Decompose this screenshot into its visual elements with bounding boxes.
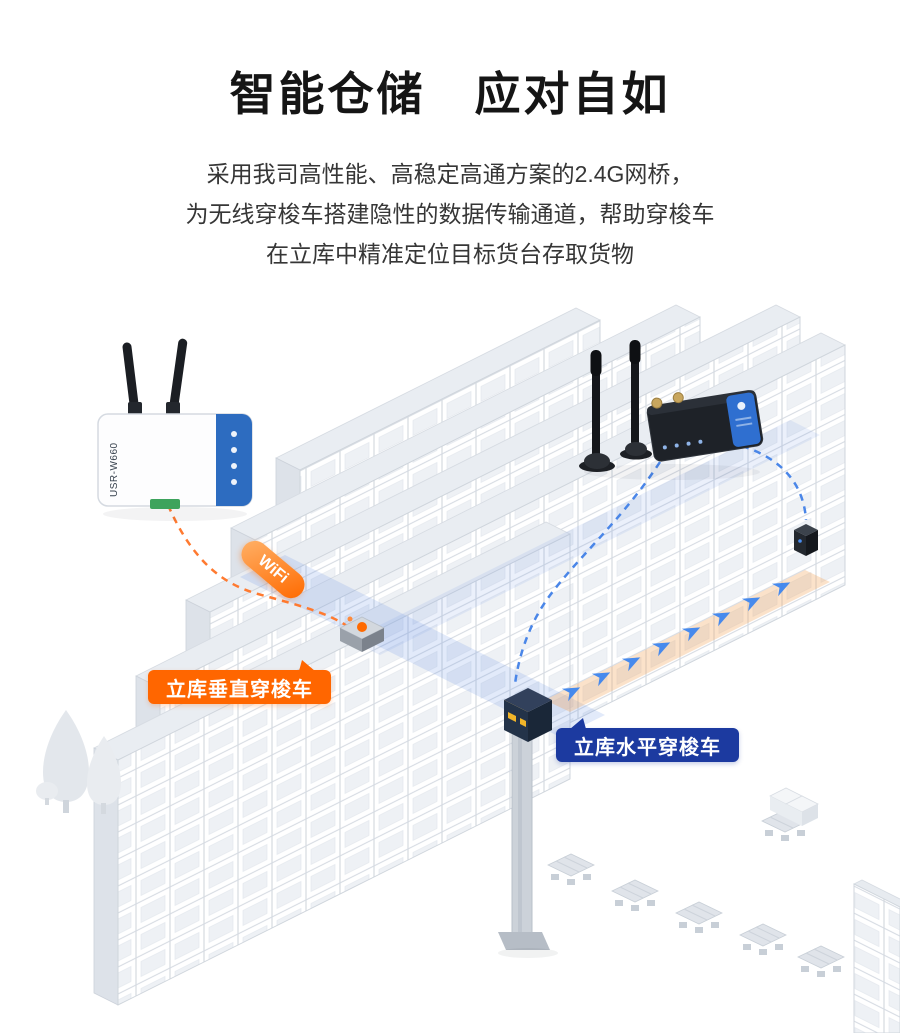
shuttle-mast — [498, 711, 558, 958]
bridge-dashed-line-1 — [513, 461, 662, 685]
aisle-highlights — [240, 420, 820, 737]
travel-beam — [545, 570, 830, 712]
box-stack — [761, 787, 819, 842]
description-line-2: 为无线穿梭车搭建隐性的数据传输通道，帮助穿梭车 — [185, 201, 715, 227]
rack-rows — [93, 304, 846, 1006]
left-device-model-text: USR-W660 — [109, 442, 120, 497]
right-device-antennas — [579, 340, 652, 472]
rack-mounted-device — [794, 524, 818, 556]
bridge-dashed-line-2 — [741, 444, 808, 521]
left-device-antennas — [122, 338, 188, 415]
right-wireless-router — [579, 340, 764, 480]
horizontal-shuttle-label: 立库水平穿梭车 — [556, 718, 739, 762]
description-line-3: 在立库中精准定位目标货台存取货物 — [266, 241, 634, 267]
horizontal-shuttle — [504, 688, 552, 742]
description-line-1: 采用我司高性能、高稳定高通方案的2.4G网桥， — [206, 161, 694, 187]
vertical-shuttle-label-text: 立库垂直穿梭车 — [166, 678, 313, 701]
trees — [36, 710, 121, 814]
pallets — [547, 787, 845, 978]
header: 智能仓储 应对自如 采用我司高性能、高稳定高通方案的2.4G网桥， 为无线穿梭车… — [0, 58, 900, 274]
vertical-shuttle-label: 立库垂直穿梭车 — [148, 660, 331, 704]
horizontal-shuttle-label-text: 立库水平穿梭车 — [574, 736, 721, 759]
corner-rack — [853, 879, 900, 1033]
left-wireless-bridge: USR-W660 — [97, 338, 253, 521]
vertical-shuttle — [339, 616, 385, 652]
page-title: 智能仓储 应对自如 — [229, 68, 671, 120]
wifi-dashed-line — [166, 504, 348, 628]
